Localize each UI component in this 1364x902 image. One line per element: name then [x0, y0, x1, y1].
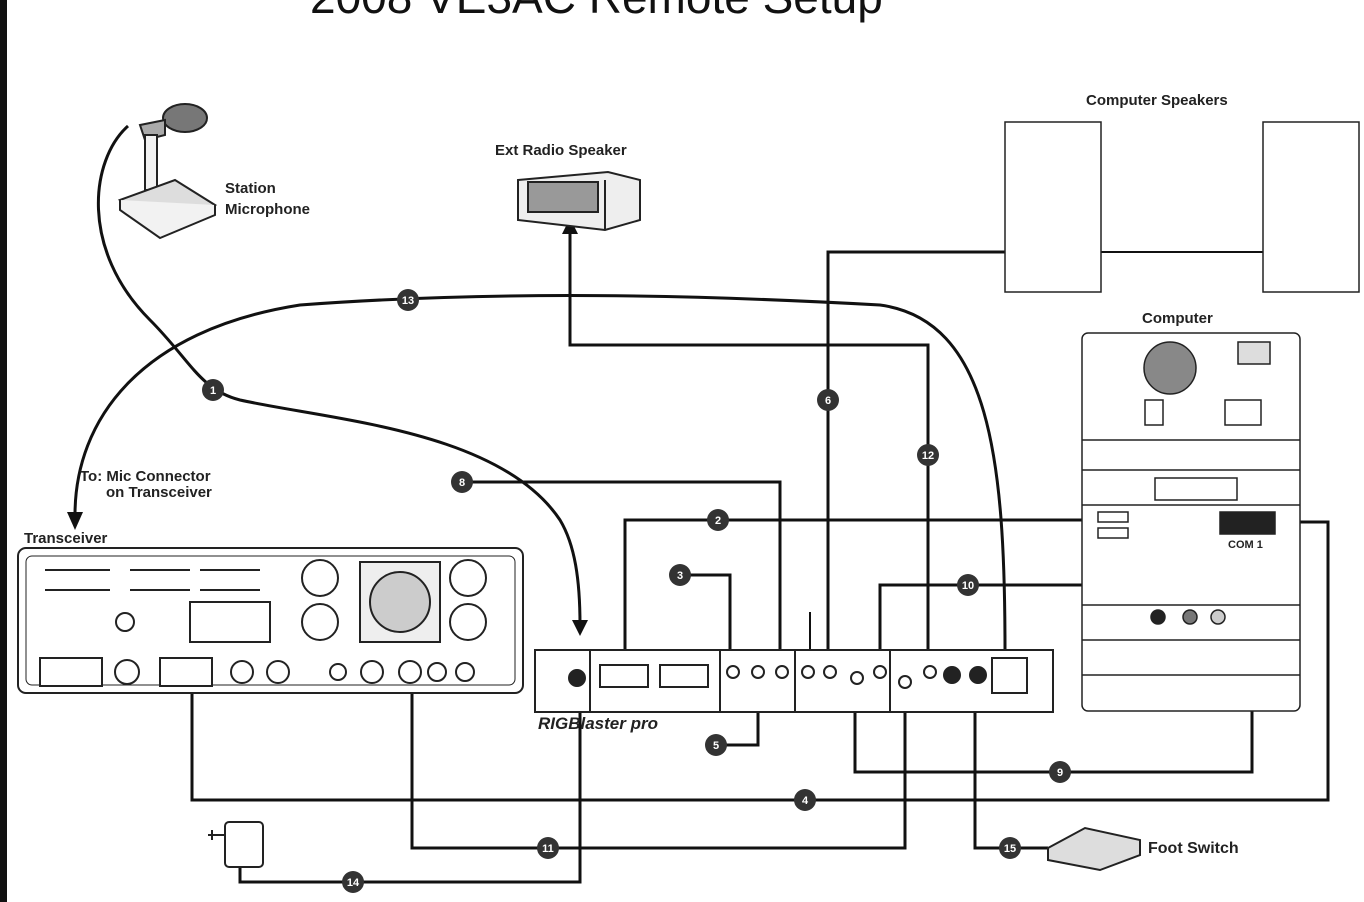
cable-2 [623, 518, 1082, 665]
cable-4 [680, 573, 732, 662]
svg-text:15: 15 [1004, 843, 1016, 855]
station-mic-label: Station [225, 180, 276, 197]
computer-speakers-label: Computer Speakers [1086, 92, 1228, 109]
rigblaster-pro [534, 649, 1054, 713]
foot-switch [1047, 826, 1141, 872]
cable-12 [568, 225, 930, 665]
svg-text:6: 6 [825, 395, 831, 407]
svg-text:12: 12 [922, 450, 934, 462]
badge-8: 8 [451, 471, 473, 493]
cable-6 [826, 250, 1035, 665]
ext-speaker-label: Ext Radio Speaker [495, 142, 627, 159]
badge-1: 1 [202, 379, 224, 401]
com1-label: COM 1 [1228, 539, 1263, 551]
badge-9: 9 [1049, 761, 1071, 783]
computer-label: Computer [1142, 310, 1213, 327]
transceiver [17, 547, 524, 694]
badge-11: 11 [537, 837, 559, 859]
left-border [0, 0, 7, 902]
badge-5: 5 [705, 734, 727, 756]
foot-switch-label: Foot Switch [1148, 840, 1239, 857]
svg-text:8: 8 [459, 477, 465, 489]
cable-1 [97, 124, 582, 626]
cable-13 [73, 294, 1007, 651]
cable-11 [410, 690, 907, 850]
badge-4: 3 [669, 564, 691, 586]
badge-14: 14 [342, 871, 364, 893]
computer-speaker-right [1262, 121, 1360, 293]
power-adapter [208, 821, 264, 868]
computer-speaker-left [1004, 121, 1102, 293]
badge-15: 15 [999, 837, 1021, 859]
cable-14 [238, 680, 582, 884]
svg-text:1: 1 [210, 385, 216, 397]
cable-8 [460, 480, 782, 660]
mic-connector-label: To: Mic Connector [80, 468, 211, 485]
cable-3 [190, 520, 1330, 802]
cable-15 [973, 688, 1048, 850]
svg-text:2: 2 [715, 515, 721, 527]
svg-text:13: 13 [402, 295, 414, 307]
mic-connector-label-2: on Transceiver [106, 484, 212, 501]
computer-tower [1081, 332, 1301, 712]
badge-13: 13 [397, 289, 419, 311]
svg-text:5: 5 [713, 740, 719, 752]
badge-3: 4 [794, 789, 816, 811]
svg-text:14: 14 [347, 877, 360, 889]
page-title: 2008 VE3AC Remote Setup [310, 0, 883, 24]
badge-12: 12 [917, 444, 939, 466]
transceiver-label: Transceiver [24, 530, 108, 547]
badge-2: 2 [707, 509, 729, 531]
badge-10: 10 [957, 574, 979, 596]
svg-text:3: 3 [677, 570, 683, 582]
svg-text:11: 11 [542, 843, 554, 855]
svg-text:10: 10 [962, 580, 974, 592]
svg-text:9: 9 [1057, 767, 1063, 779]
badge-6: 6 [817, 389, 839, 411]
rigblaster-label: RIGBlaster pro [538, 714, 658, 733]
ext-radio-speaker [517, 170, 641, 232]
station-mic-label-2: Microphone [225, 201, 310, 218]
svg-text:4: 4 [802, 795, 809, 807]
station-microphone [117, 103, 218, 240]
